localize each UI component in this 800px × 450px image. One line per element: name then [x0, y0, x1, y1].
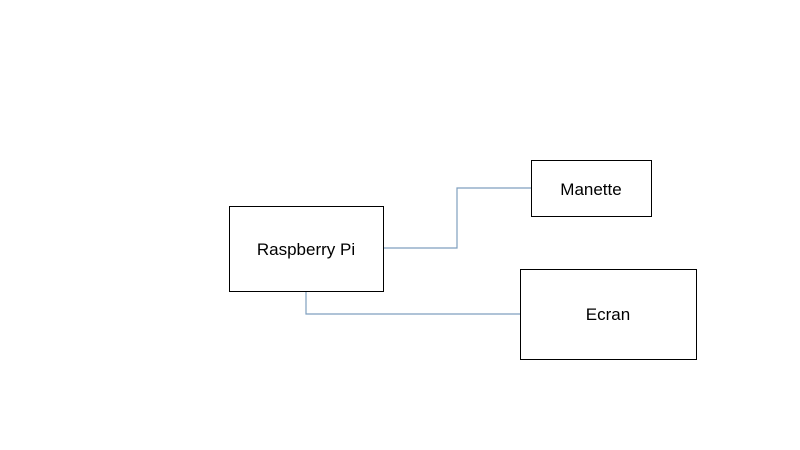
node-raspberry-pi: Raspberry Pi	[229, 206, 384, 292]
node-ecran-box	[520, 269, 697, 360]
node-raspberry-pi-box	[229, 206, 384, 292]
connector-raspberry-pi-to-ecran	[305, 292, 520, 315]
node-ecran: Ecran	[520, 269, 697, 360]
connector-raspberry-pi-to-manette	[383, 187, 531, 249]
node-ecran-label: Ecran	[586, 305, 630, 324]
node-raspberry-pi-label: Raspberry Pi	[257, 240, 355, 259]
node-manette: Manette	[531, 160, 652, 217]
node-manette-box	[531, 160, 652, 217]
node-manette-label: Manette	[560, 180, 621, 199]
